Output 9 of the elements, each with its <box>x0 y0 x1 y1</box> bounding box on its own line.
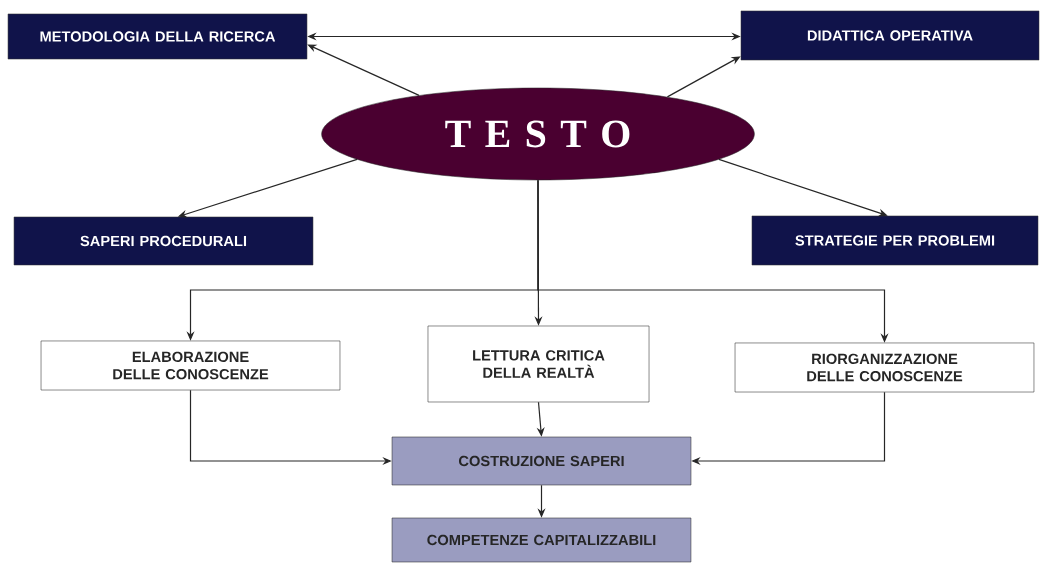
result-box: COMPETENZE CAPITALIZZABILI <box>391 517 692 563</box>
process-box: RIORGANIZZAZIONE DELLE CONOSCENZE <box>734 342 1035 393</box>
result-box: COSTRUZIONE SAPERI <box>391 436 692 486</box>
title-box: SAPERI PROCEDURALI <box>13 216 314 266</box>
process-box: ELABORAZIONE DELLE CONOSCENZE <box>40 340 341 391</box>
process-box: LETTURA CRITICA DELLA REALTÀ <box>427 325 650 403</box>
title-box: DIDATTICA OPERATIVA <box>740 10 1040 61</box>
title-box: METODOLOGIA DELLA RICERCA <box>7 13 308 60</box>
title-box: STRATEGIE PER PROBLEMI <box>751 215 1039 266</box>
